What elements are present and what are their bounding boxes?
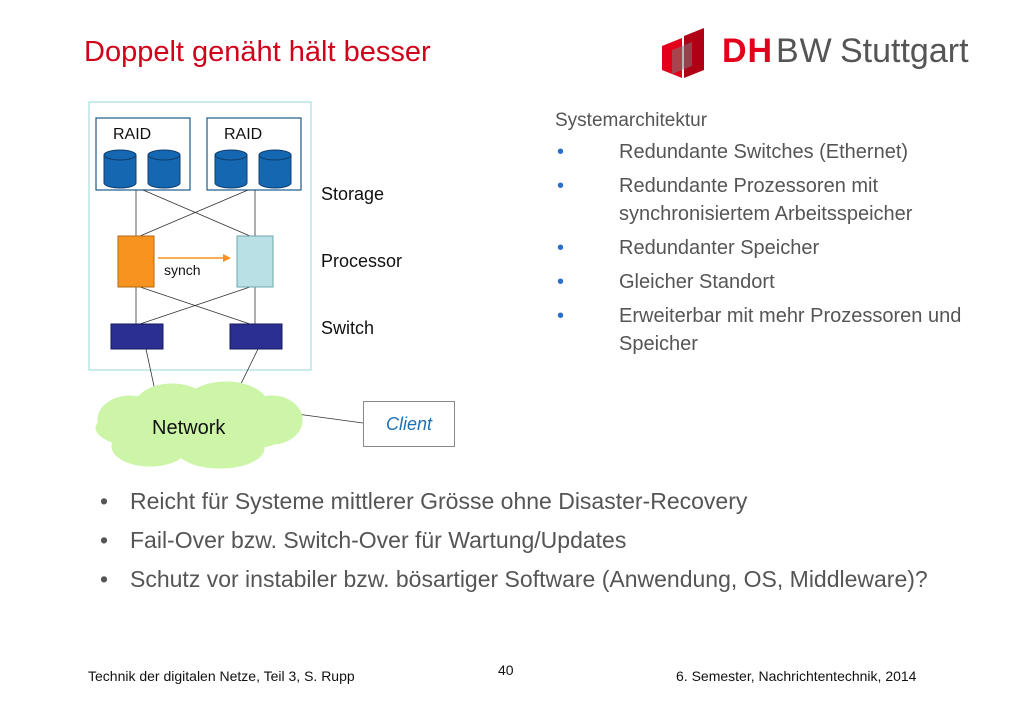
cluster-border [88, 101, 312, 371]
raid-label: RAID [113, 126, 152, 143]
architecture-diagram [88, 101, 364, 469]
bullet-icon: • [557, 271, 565, 293]
bullet-icon: • [557, 305, 565, 327]
network-cloud-icon [95, 381, 303, 469]
storage-label: Storage [321, 184, 385, 204]
bullet-icon: • [557, 141, 565, 163]
disk-icon [103, 149, 137, 189]
synch-label: synch [164, 262, 201, 278]
dhbw-logo-icon [662, 28, 704, 78]
list-item: •Fail-Over bzw. Switch-Over für Wartung/… [100, 527, 627, 553]
bullet-icon: • [557, 175, 565, 197]
footer-course: Technik der digitalen Netze, Teil 3, S. … [88, 668, 355, 684]
switch-left [110, 323, 164, 350]
logo-bw-text: BW [776, 32, 833, 70]
list-item: •Reicht für Systeme mittlerer Grösse ohn… [100, 488, 748, 514]
architecture-heading: Systemarchitektur [555, 110, 708, 131]
bullet-icon: • [557, 237, 565, 259]
list-item: •Gleicher Standort [555, 268, 995, 296]
list-item: •Schutz vor instabiler bzw. bösartiger S… [100, 566, 928, 592]
bullet-icon: • [100, 488, 109, 514]
bullet-icon: • [100, 566, 109, 592]
disk-icon [147, 149, 181, 189]
disk-icon [214, 149, 248, 189]
footer-semester: 6. Semester, Nachrichtentechnik, 2014 [676, 668, 917, 684]
switch-label: Switch [321, 318, 375, 338]
processor-label: Processor [321, 251, 403, 271]
page-number: 40 [498, 662, 514, 678]
client-box: Client [363, 401, 455, 447]
architecture-list: Systemarchitektur •Redundante Switches (… [555, 110, 995, 364]
list-item: •Redundanter Speicher [555, 234, 995, 262]
raid-label: RAID [224, 126, 263, 143]
switch-right [229, 323, 283, 350]
disk-icon [258, 149, 292, 189]
processor-standby [236, 235, 274, 288]
synch-arrow-icon [158, 254, 231, 262]
network-label: Network [152, 417, 226, 439]
list-item: •Redundante Prozessoren mit synchronisie… [555, 172, 995, 228]
processor-active [117, 235, 155, 288]
list-item: •Erweiterbar mit mehr Prozessoren und Sp… [555, 302, 995, 358]
bullet-icon: • [100, 527, 109, 553]
slide-title: Doppelt genäht hält besser [84, 36, 431, 68]
summary-list: •Reicht für Systeme mittlerer Grösse ohn… [100, 486, 960, 603]
logo-dh-text: DH [722, 32, 774, 70]
client-label: Client [385, 413, 433, 434]
logo-city-text: Stuttgart [840, 32, 969, 70]
list-item: •Redundante Switches (Ethernet) [555, 138, 995, 166]
